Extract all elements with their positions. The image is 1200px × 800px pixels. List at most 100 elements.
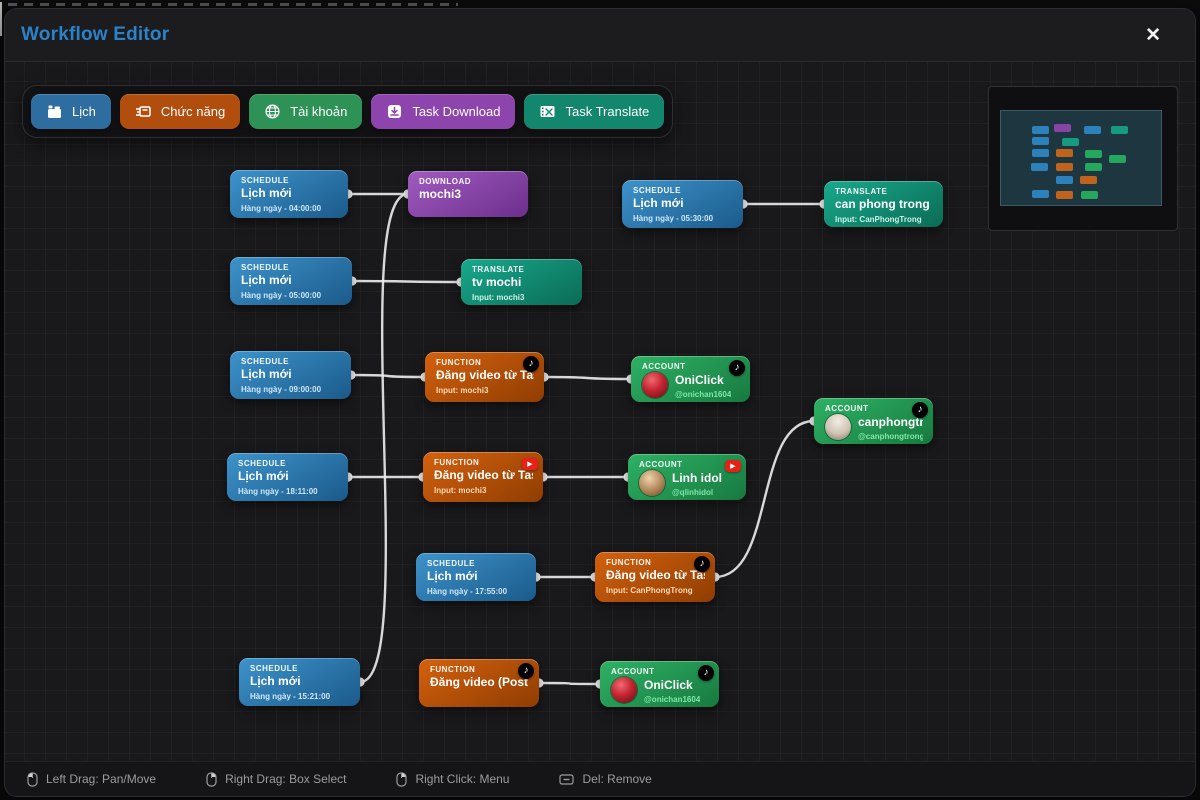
mouse-right-icon (206, 771, 217, 787)
globe-icon (264, 103, 281, 120)
node-type-label: DOWNLOAD (419, 177, 471, 186)
edge-schedule-1521--download-mochi3[interactable] (359, 192, 409, 684)
node-type-label: ACCOUNT (611, 667, 655, 676)
node-title: Đăng video từ Task (Pos (436, 368, 534, 382)
minimap[interactable] (988, 86, 1178, 231)
node-subtitle: Hàng ngày - 04:00:00 (241, 203, 322, 213)
modal-header: Workflow Editor ✕ (5, 9, 1195, 61)
hint-label: Left Drag: Pan/Move (46, 772, 157, 786)
node-type-label: TRANSLATE (835, 187, 888, 196)
hint-right-drag-box-select: Right Drag: Box Select (206, 771, 347, 787)
node-type-label: SCHEDULE (633, 186, 682, 195)
node-subtitle: Hàng ngày - 18:11:00 (238, 486, 318, 496)
account-avatar (639, 470, 665, 497)
node-subtitle: @qlinhidol (672, 487, 714, 497)
node-subtitle: Input: mochi3 (472, 292, 525, 302)
edge-schedule-0500--translate-tvmochi[interactable] (351, 279, 462, 284)
account-avatar (611, 677, 637, 704)
node-subtitle: @onichan1604 (675, 389, 732, 399)
node-title: can phong trong (835, 197, 930, 211)
node-account-canphongtrong[interactable]: ACCOUNTcanphongtrong@canphongtrong3♪ (814, 398, 933, 444)
page-title: Workflow Editor (21, 24, 170, 45)
background-page (0, 0, 1200, 9)
background-page-text (8, 3, 458, 6)
hint-right-click-menu: Right Click: Menu (396, 771, 510, 787)
toolbar-button-chức-năng[interactable]: Chức năng (119, 94, 241, 129)
toolbar-button-task-translate[interactable]: Task Translate (524, 94, 665, 129)
node-subtitle: Hàng ngày - 09:00:00 (241, 384, 322, 394)
node-title: Lịch mới (633, 196, 684, 210)
node-title: OniClick (644, 678, 693, 692)
edge-schedule-0900--function-post-mochi3-tiktok[interactable] (350, 373, 426, 379)
video-clapper-icon (46, 103, 63, 120)
node-title: Linh idol (672, 471, 722, 485)
minimap-node-schedule (1056, 176, 1073, 184)
delete-key-icon (559, 773, 575, 785)
node-title: Đăng video (Post video) (430, 675, 529, 689)
toolbar-button-lịch[interactable]: Lịch (31, 94, 111, 129)
minimap-node-function (1080, 176, 1097, 184)
toolbar-button-label: Chức năng (160, 104, 226, 119)
node-type-label: SCHEDULE (427, 559, 476, 568)
hint-del-remove: Del: Remove (559, 772, 652, 786)
node-subtitle: Hàng ngày - 05:00:00 (241, 290, 322, 300)
minimap-node-account (1085, 150, 1102, 158)
node-type-label: FUNCTION (436, 358, 482, 367)
node-title: Lịch mới (250, 674, 301, 688)
node-type-label: FUNCTION (430, 665, 476, 674)
edge-function-post-mochi3-tiktok--account-oniclick-1[interactable] (543, 375, 632, 381)
minimap-node-schedule (1084, 126, 1101, 134)
edge-function-postvideo--account-oniclick-2[interactable] (538, 681, 601, 686)
workflow-editor-modal: Workflow Editor ✕ Lịch Chức năng Tài khoản… (4, 8, 1196, 797)
minimap-node-schedule (1032, 149, 1049, 157)
node-type-label: FUNCTION (434, 458, 480, 467)
node-type-label: SCHEDULE (238, 459, 287, 468)
download-icon (386, 103, 403, 120)
hint-left-drag-pan-move: Left Drag: Pan/Move (27, 771, 157, 787)
toolbar-button-label: Task Download (412, 104, 501, 119)
tiktok-badge-icon: ♪ (518, 663, 534, 679)
account-avatar (642, 372, 668, 399)
hint-label: Right Click: Menu (415, 772, 510, 786)
minimap-node-schedule (1032, 126, 1049, 134)
node-title: canphongtrong (858, 415, 923, 429)
toolbar-button-tài-khoản[interactable]: Tài khoản (249, 94, 363, 129)
youtube-badge-icon: ▶ (522, 458, 538, 470)
node-type-label: SCHEDULE (241, 357, 290, 366)
node-title: OniClick (675, 373, 724, 387)
node-type-label: TRANSLATE (472, 265, 525, 274)
minimap-node-download (1054, 124, 1071, 132)
toolbar-button-task-download[interactable]: Task Download (371, 94, 516, 129)
minimap-viewport[interactable] (1000, 110, 1162, 206)
hint-label: Right Drag: Box Select (225, 772, 347, 786)
tiktok-badge-icon: ♪ (729, 360, 745, 376)
minimap-node-schedule (1032, 190, 1049, 198)
minimap-node-account (1109, 155, 1126, 163)
background-page-edge (0, 2, 2, 36)
node-subtitle: Hàng ngày - 15:21:00 (250, 691, 331, 701)
toolbar-button-label: Tài khoản (290, 104, 348, 119)
node-title: Đăng video từ Task (Pos (434, 468, 533, 482)
node-type-label: ACCOUNT (825, 404, 869, 413)
minimap-node-function (1056, 149, 1073, 157)
close-icon[interactable]: ✕ (1139, 22, 1167, 49)
workflow-canvas[interactable]: Lịch Chức năng Tài khoản Task Download Task … (5, 61, 1195, 761)
